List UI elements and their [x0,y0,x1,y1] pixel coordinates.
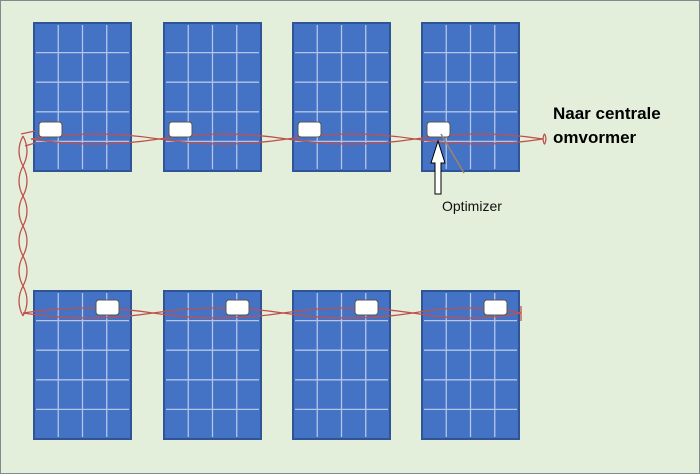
optimizer-box [483,299,508,316]
optimizer-label: Optimizer [442,198,502,214]
optimizer-box [38,121,63,138]
bottom-string-wire [22,312,522,319]
connector-line [440,133,465,174]
optimizer-box [426,121,451,138]
vertical-return-wire [22,135,28,317]
optimizer-box [168,121,193,138]
optimizer-box [297,121,322,138]
optimizer-box [225,299,250,316]
top-string-wire [30,138,547,145]
destination-label-line2: omvormer [553,128,637,147]
destination-label-line1: Naar centrale [553,104,661,123]
top-string-wire [20,130,36,135]
optimizer-box [354,299,379,316]
up-arrow-icon [430,139,446,195]
optimizer-box [95,299,120,316]
